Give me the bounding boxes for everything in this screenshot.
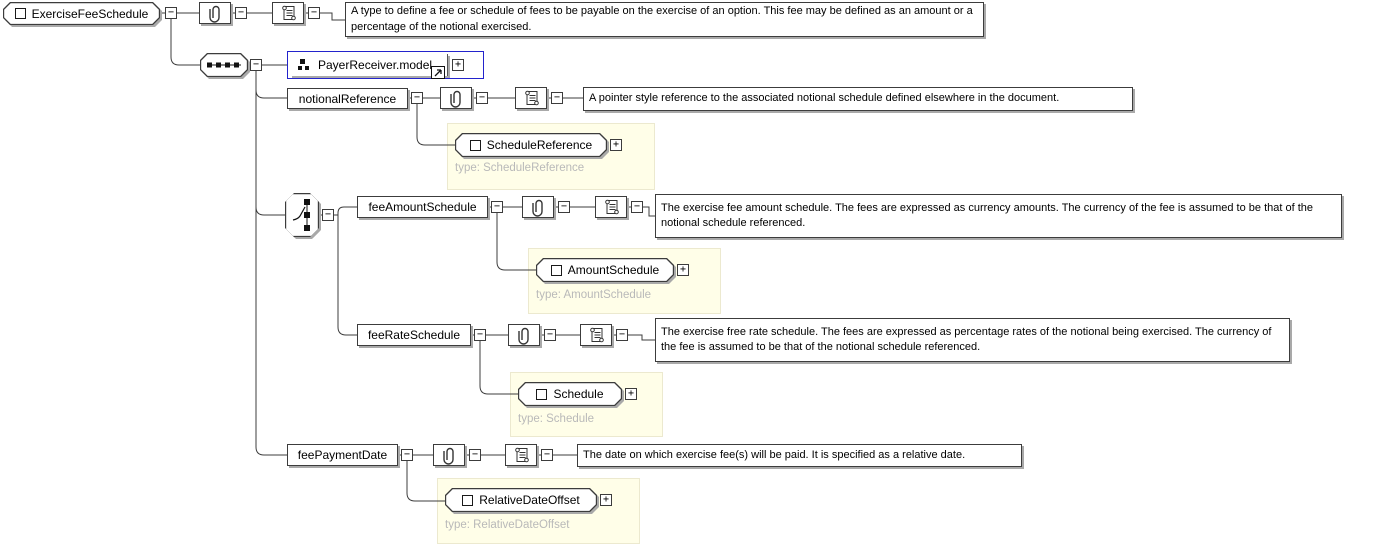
- paperclip-icon: [450, 90, 461, 108]
- element-fee-payment-date[interactable]: feePaymentDate: [287, 444, 398, 466]
- element-icon: [470, 140, 481, 151]
- root-element-label: ExerciseFeeSchedule: [31, 6, 149, 21]
- element-notional-reference[interactable]: notionalReference: [287, 88, 408, 109]
- type-caption: type: ScheduleReference: [455, 162, 585, 174]
- type-node-schedule-reference[interactable]: ScheduleReference: [455, 133, 607, 157]
- annotation-collapse-toggle[interactable]: −: [541, 449, 553, 461]
- model-group-label: PayerReceiver.model: [318, 58, 433, 72]
- type-node-relative-date-offset[interactable]: RelativeDateOffset: [445, 488, 597, 512]
- goto-definition-link[interactable]: [431, 66, 445, 79]
- annotation-collapse-toggle[interactable]: −: [631, 201, 643, 213]
- notional-reference-collapse-toggle[interactable]: −: [411, 92, 423, 104]
- attributes-box: [199, 2, 231, 24]
- paperclip-icon: [532, 199, 543, 217]
- annotation-box: [272, 2, 304, 24]
- attributes-collapse-toggle[interactable]: −: [476, 92, 488, 104]
- notional-reference-annotation-text: A pointer style reference to the associa…: [583, 87, 1133, 111]
- attributes-collapse-toggle[interactable]: −: [235, 7, 247, 19]
- element-icon: [15, 8, 26, 19]
- schedule-expand-toggle[interactable]: +: [625, 388, 637, 400]
- annotation-scroll-icon: [282, 5, 296, 21]
- relative-date-offset-expand-toggle[interactable]: +: [600, 494, 612, 506]
- type-node-amount-schedule[interactable]: AmountSchedule: [536, 258, 674, 282]
- attributes-box: [522, 196, 554, 218]
- annotation-collapse-toggle[interactable]: −: [551, 92, 563, 104]
- choice-icon: [290, 197, 314, 233]
- root-collapse-toggle[interactable]: −: [165, 7, 177, 19]
- fee-amount-annotation-text: The exercise fee amount schedule. The fe…: [655, 194, 1342, 238]
- model-group-inner-box: PayerReceiver.model: [290, 54, 448, 76]
- sequence-compositor-node[interactable]: [200, 53, 248, 77]
- choice-collapse-toggle[interactable]: −: [322, 209, 334, 221]
- model-group-payer-receiver[interactable]: PayerReceiver.model +: [287, 51, 484, 79]
- type-caption: type: RelativeDateOffset: [445, 519, 570, 531]
- fee-payment-annotation-text: The date on which exercise fee(s) will b…: [577, 444, 1022, 467]
- type-node-schedule[interactable]: Schedule: [518, 382, 622, 406]
- schedule-reference-expand-toggle[interactable]: +: [610, 139, 622, 151]
- annotation-scroll-icon: [515, 447, 529, 463]
- fee-payment-collapse-toggle[interactable]: −: [401, 449, 413, 461]
- annotation-collapse-toggle[interactable]: −: [616, 329, 628, 341]
- attributes-collapse-toggle[interactable]: −: [558, 201, 570, 213]
- element-icon: [462, 495, 473, 506]
- annotation-scroll-icon: [590, 327, 604, 343]
- attributes-collapse-toggle[interactable]: −: [469, 449, 481, 461]
- fee-amount-collapse-toggle[interactable]: −: [491, 201, 503, 213]
- annotation-box: [505, 444, 537, 466]
- attributes-box: [508, 324, 540, 346]
- paperclip-icon: [443, 447, 454, 465]
- element-fee-amount-schedule[interactable]: feeAmountSchedule: [357, 196, 488, 218]
- annotation-scroll-icon: [605, 199, 619, 215]
- fee-rate-annotation-text: The exercise free rate schedule. The fee…: [655, 318, 1290, 362]
- attributes-collapse-toggle[interactable]: −: [544, 329, 556, 341]
- paperclip-icon: [209, 5, 220, 23]
- paperclip-icon: [518, 327, 529, 345]
- element-icon: [536, 389, 547, 400]
- element-icon: [551, 265, 562, 276]
- sequence-collapse-toggle[interactable]: −: [250, 59, 262, 71]
- annotation-collapse-toggle[interactable]: −: [308, 7, 320, 19]
- type-caption: type: AmountSchedule: [536, 289, 652, 301]
- model-group-expand-toggle[interactable]: +: [452, 59, 464, 71]
- root-element-node[interactable]: ExerciseFeeSchedule: [3, 2, 160, 25]
- annotation-box: [580, 324, 612, 346]
- model-group-icon: [298, 59, 309, 70]
- type-caption: type: Schedule: [518, 413, 595, 425]
- amount-schedule-expand-toggle[interactable]: +: [677, 264, 689, 276]
- link-arrow-icon: [434, 68, 442, 76]
- attributes-box: [433, 444, 465, 466]
- sequence-icon: [206, 61, 242, 69]
- attributes-box: [440, 87, 472, 109]
- choice-compositor-node[interactable]: [285, 193, 319, 237]
- annotation-scroll-icon: [525, 90, 539, 106]
- annotation-box: [515, 87, 547, 109]
- annotation-box: [595, 196, 627, 218]
- root-annotation-text: A type to define a fee or schedule of fe…: [345, 2, 984, 37]
- element-fee-rate-schedule[interactable]: feeRateSchedule: [357, 324, 471, 346]
- fee-rate-collapse-toggle[interactable]: −: [474, 329, 486, 341]
